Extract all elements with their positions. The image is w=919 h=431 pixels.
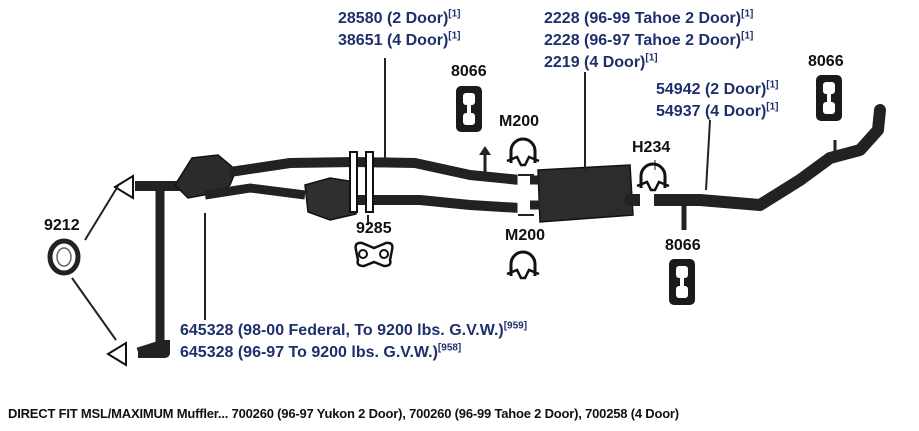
clamp-m200-top-icon (506, 137, 540, 167)
clamp-m200-bottom-icon (506, 250, 540, 280)
label-gasket-9212: 9212 (44, 217, 80, 234)
label-clamp-top: M200 (499, 113, 540, 130)
converter-upper (174, 154, 237, 199)
front-pipe-down (136, 190, 165, 357)
muffler (537, 164, 634, 223)
label-hanger-right: 8066 (808, 53, 844, 70)
converter-link (204, 183, 306, 200)
y-pipe-lower (355, 195, 521, 213)
label-pipe-4door: 38651 (4 Door)[1] (338, 30, 461, 49)
label-muffler-tahoe-96-99: 2228 (96-99 Tahoe 2 Door)[1] (544, 8, 754, 27)
muffler-inlet (530, 175, 540, 210)
front-pipe-lower-inlet (138, 340, 170, 358)
converter-lower (304, 177, 357, 221)
sleeve-lines (518, 174, 534, 216)
footer-note: DIRECT FIT MSL/MAXIMUM Muffler... 700260… (8, 406, 679, 421)
label-clamp-bottom: M200 (505, 227, 546, 244)
flange-right (365, 151, 374, 213)
tail-clamp (640, 190, 654, 212)
label-clamp-h234: H234 (632, 139, 671, 156)
leader-tail (705, 119, 711, 191)
gasket-9285-icon (354, 241, 394, 268)
label-gasket-9285: 9285 (356, 220, 392, 237)
hanger-stem-tip (479, 146, 491, 155)
clamp-h234-icon (636, 162, 670, 192)
flange-left (349, 151, 358, 213)
gasket-9212-inner (56, 247, 72, 267)
label-hanger-bottom: 8066 (665, 237, 701, 254)
label-pipe-2door: 28580 (2 Door)[1] (338, 8, 461, 27)
y-pipe-upper (229, 157, 521, 185)
hanger-8066-right-icon (816, 75, 842, 121)
label-muffler-4door: 2219 (4 Door)[1] (544, 52, 658, 71)
hanger-8066-left-icon (456, 86, 482, 132)
hanger-8066-bottom-icon (669, 259, 695, 305)
label-hanger-left: 8066 (451, 63, 487, 80)
label-tail-2door: 54942 (2 Door)[1] (656, 79, 779, 98)
leader-9212-b (71, 277, 117, 341)
manifold-connector-upper (113, 174, 134, 200)
gasket-9212-ring (47, 238, 81, 276)
tail-pipe (624, 104, 886, 211)
manifold-connector-lower (106, 341, 127, 367)
leader-9212-a (84, 185, 119, 241)
label-converter-9697: 645328 (96-97 To 9200 lbs. G.V.W.)[958] (180, 342, 462, 361)
label-muffler-tahoe-96-97: 2228 (96-97 Tahoe 2 Door)[1] (544, 30, 754, 49)
label-converter-federal: 645328 (98-00 Federal, To 9200 lbs. G.V.… (180, 320, 528, 339)
label-tail-4door: 54937 (4 Door)[1] (656, 101, 779, 120)
